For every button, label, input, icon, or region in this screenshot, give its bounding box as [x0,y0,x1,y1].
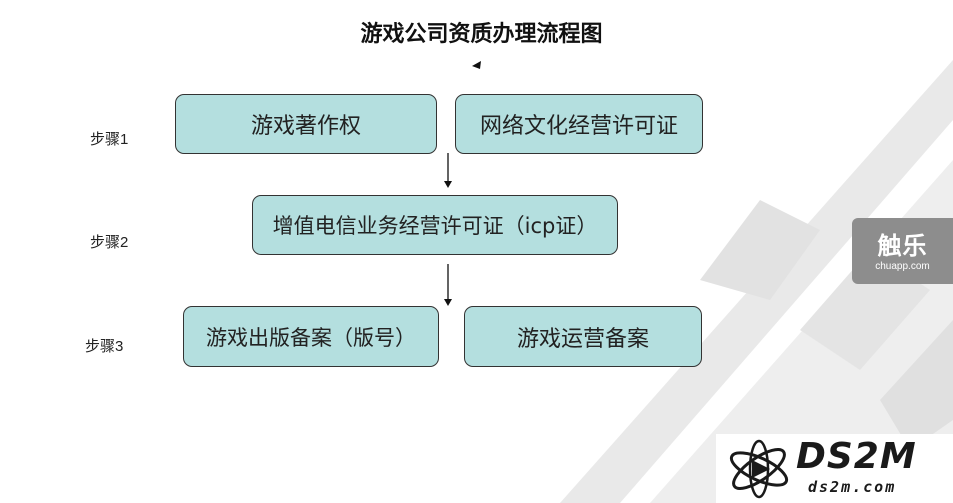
ds2m-atom-icon [729,439,789,499]
box-network-culture-license: 网络文化经营许可证 [455,94,703,154]
box-game-copyright: 游戏著作权 [175,94,437,154]
ds2m-watermark: DS2M ds2m.com [716,434,953,503]
ds2m-logo-text: DS2M [796,436,917,477]
ds2m-url: ds2m.com [808,478,897,496]
diagram-title: 游戏公司资质办理流程图 [360,21,603,47]
box-icp-license: 增值电信业务经营许可证（icp证） [252,195,618,255]
arrowhead-step2-to-step3 [444,299,452,306]
chuapp-url: chuapp.com [875,261,930,272]
box-operation-filing: 游戏运营备案 [464,306,702,367]
chuapp-watermark: 触乐 chuapp.com [852,218,953,284]
step2-label: 步骤2 [90,234,129,251]
chuapp-logo-text: 触乐 [877,232,928,260]
title-marker-icon [472,61,481,69]
step1-label: 步骤1 [90,131,129,148]
box-publication-filing: 游戏出版备案（版号） [183,306,439,367]
arrowhead-step1-to-step2 [444,181,452,188]
step3-label: 步骤3 [85,338,124,355]
